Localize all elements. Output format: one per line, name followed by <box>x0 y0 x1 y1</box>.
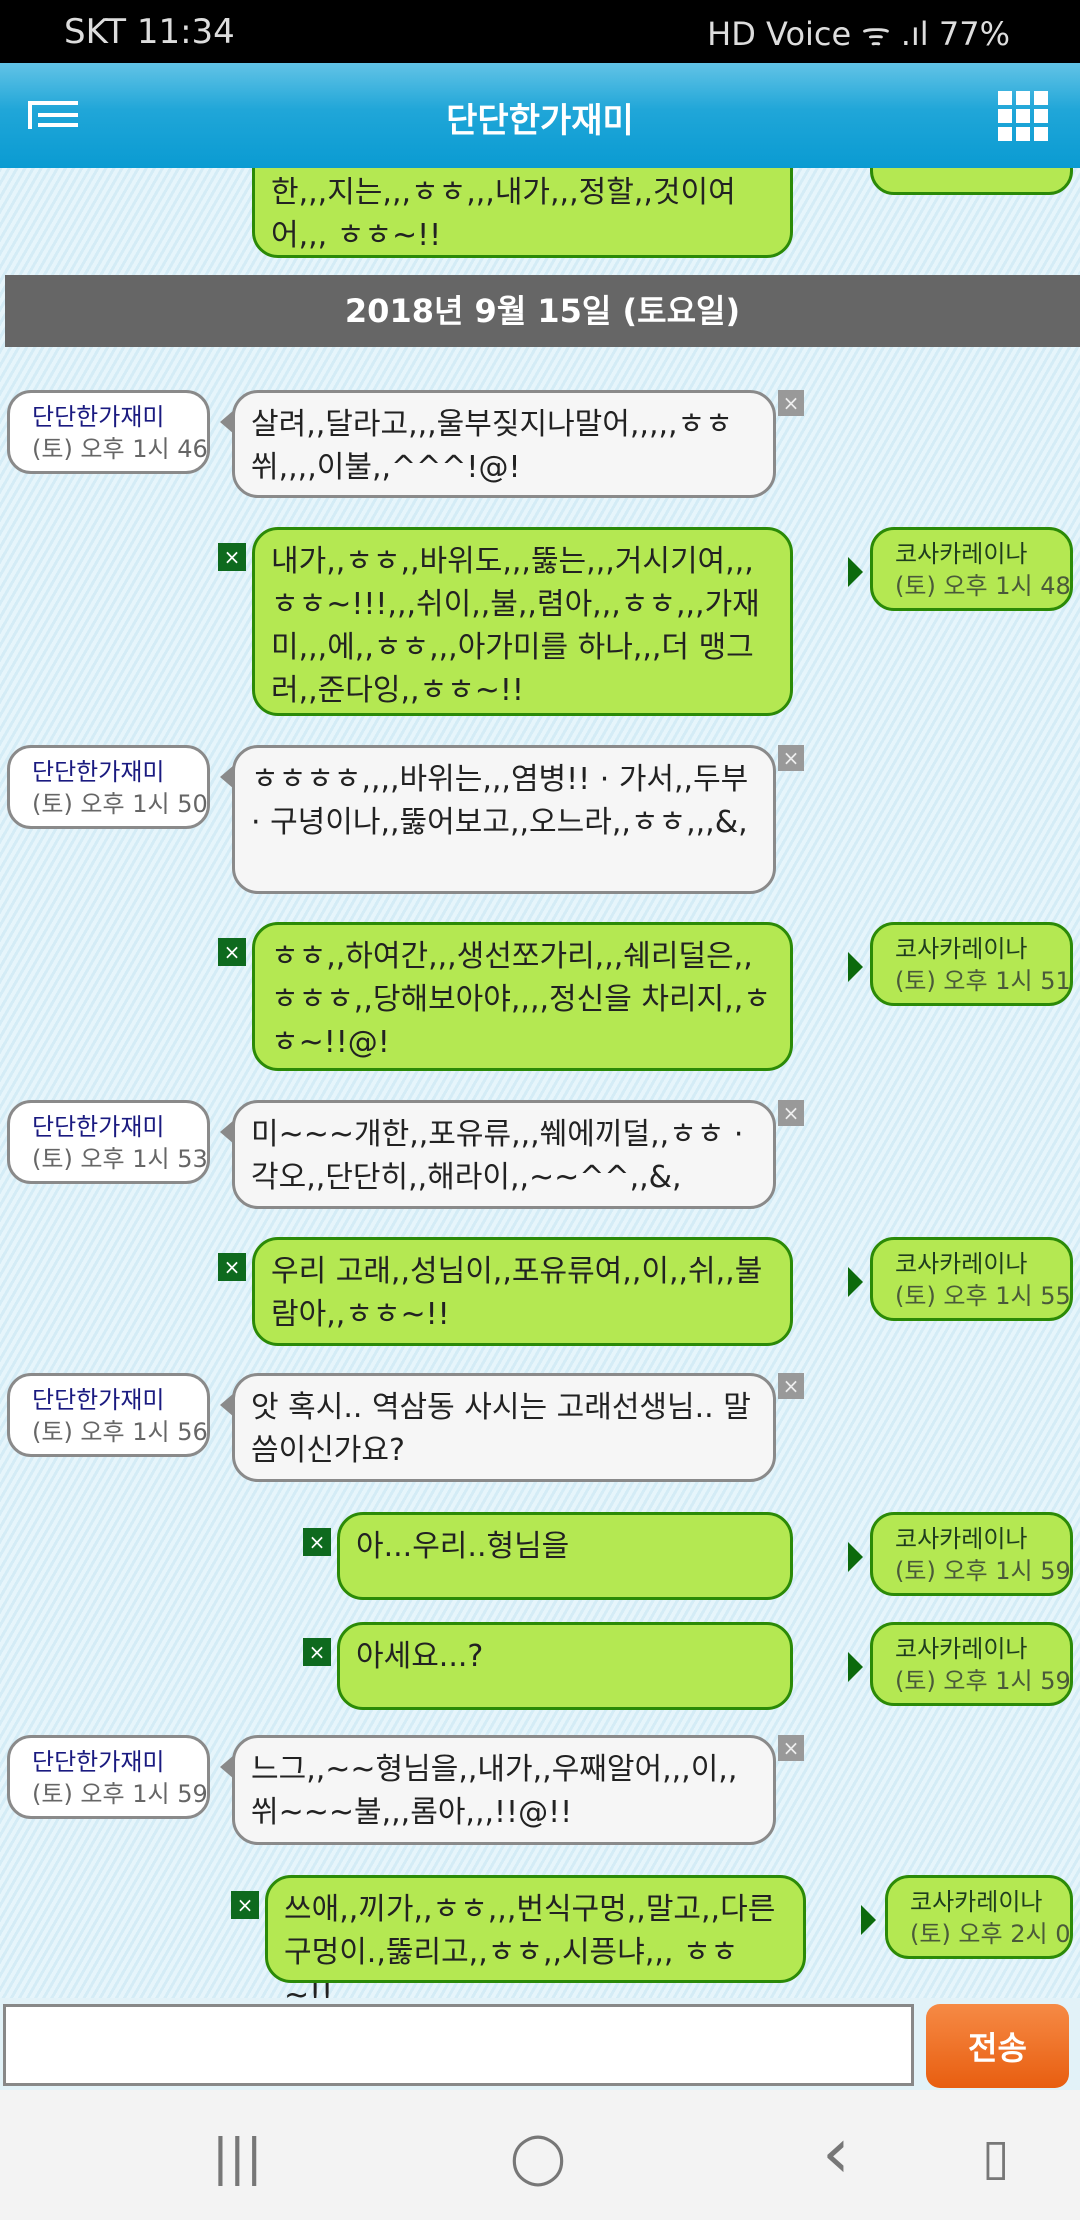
message-input[interactable] <box>3 2004 914 2086</box>
delete-icon[interactable]: × <box>231 1891 259 1919</box>
carrier-time: SKT 11:34 <box>64 12 235 52</box>
message-text: 앗 혹시.. 역삼동 사시는 고래선생님.. 말씀이신가요? <box>251 1390 751 1468</box>
delete-icon[interactable]: × <box>218 1253 246 1281</box>
recents-icon[interactable]: ||| <box>212 2128 263 2186</box>
home-icon[interactable]: ◯ <box>510 2128 566 2186</box>
menu-icon[interactable] <box>28 101 78 129</box>
sender-box[interactable]: 단단한가재미 (토) 오후 1시 56분 <box>7 1373 210 1457</box>
message-time: (토) 오후 1시 46분 <box>32 435 208 463</box>
bubble-tail <box>848 1652 863 1682</box>
sender-name: 단단한가재미 <box>32 403 165 431</box>
bubble-tail <box>220 1120 234 1144</box>
send-button[interactable]: 전송 <box>926 2004 1069 2088</box>
message-text: 느그,,~~형님을,,내가,,우째알어,,,이,,쒸~~~불,,,롬아,,,!!… <box>251 1752 738 1830</box>
message-time: (토) 오후 1시 59분 <box>895 1557 1071 1585</box>
message-bubble[interactable]: 쓰애,,끼가,,ㅎㅎ,,,번식구멍,,말고,,다른구멍이.,뚫리고,,ㅎㅎ,,시… <box>265 1875 806 1998</box>
sender-box[interactable]: 단단한가재미 (토) 오후 1시 46분 <box>7 390 210 474</box>
delete-icon[interactable]: × <box>778 1373 804 1399</box>
message-bubble[interactable]: 느그,,~~형님을,,내가,,우째알어,,,이,,쒸~~~불,,,롬아,,,!!… <box>232 1735 776 1845</box>
message-bubble[interactable]: 아...우리..형님을 <box>337 1512 793 1600</box>
sender-name: 단단한가재미 <box>32 1386 165 1414</box>
message-time: (토) 오후 2시 0분 <box>910 1920 1071 1948</box>
bubble-tail <box>848 952 863 982</box>
message-bubble[interactable]: 앗 혹시.. 역삼동 사시는 고래선생님.. 말씀이신가요? <box>232 1373 776 1482</box>
message-bubble[interactable]: 내가,,ㅎㅎ,,바위도,,,뚫는,,,거시기여,,,ㅎㅎ~!!!,,,쉬이,,불… <box>252 527 793 716</box>
message-text: 쓰애,,끼가,,ㅎㅎ,,,번식구멍,,말고,,다른구멍이.,뚫리고,,ㅎㅎ,,시… <box>284 1892 776 1998</box>
message-time: (토) 오후 1시 51분 <box>895 967 1071 995</box>
message-time: (토) 오후 1시 59분 <box>32 1780 208 1808</box>
sender-name: 코사카레이나 <box>895 1635 1028 1663</box>
date-divider: 2018년 9월 15일 (토요일) <box>5 275 1080 347</box>
message-time: (토) 오후 1시 50분 <box>32 790 208 818</box>
bubble-tail <box>220 1755 234 1779</box>
chat-area[interactable]: 한,,,지는,,,ㅎㅎ,,,내가,,,정할,,것이여어,,, ㅎㅎ~!! 201… <box>0 168 1080 1998</box>
bubble-tail <box>861 1905 876 1935</box>
sender-name: 코사카레이나 <box>895 935 1028 963</box>
chat-title: 단단한가재미 <box>446 101 634 141</box>
app-header: 단단한가재미 <box>0 63 1080 168</box>
message-bubble-partial: 한,,,지는,,,ㅎㅎ,,,내가,,,정할,,것이여어,,, ㅎㅎ~!! <box>252 168 793 258</box>
sender-box[interactable]: 코사카레이나 (토) 오후 1시 55분 <box>870 1237 1073 1321</box>
delete-icon[interactable]: × <box>778 745 804 771</box>
delete-icon[interactable]: × <box>303 1638 331 1666</box>
message-text: 미~~~개한,,포유류,,,쒜에끼덜,,ㅎㅎ · 각오,,단단히,,해라이,,~… <box>251 1117 744 1195</box>
sender-name: 코사카레이나 <box>895 1525 1028 1553</box>
grid-icon[interactable] <box>998 91 1048 141</box>
bubble-tail <box>848 1267 863 1297</box>
delete-icon[interactable]: × <box>218 543 246 571</box>
message-text: 아세요...? <box>356 1639 484 1674</box>
status-bar: SKT 11:34 HD Voice ᯤ .ıl 77% <box>0 0 1080 63</box>
status-icons: HD Voice ᯤ .ıl 77% <box>707 15 1010 53</box>
message-bubble[interactable]: 살려,,달라고,,,울부짖지나말어,,,,,ㅎㅎ 쒸,,,,이불,,^^^!@! <box>232 390 776 498</box>
delete-icon[interactable]: × <box>778 1735 804 1761</box>
message-time: (토) 오후 1시 59분 <box>895 1667 1071 1695</box>
message-bubble[interactable]: 미~~~개한,,포유류,,,쒜에끼덜,,ㅎㅎ · 각오,,단단히,,해라이,,~… <box>232 1100 776 1209</box>
message-time: (토) 오후 1시 48분 <box>895 572 1071 600</box>
system-nav-bar: ||| ◯ ‹ ▯ <box>0 2090 1080 2220</box>
message-text: ㅎㅎ,,하여간,,,생선쪼가리,,,쉐리덜은,,ㅎㅎㅎ,,당해보아야,,,,정신… <box>271 939 771 1060</box>
rotate-icon[interactable]: ▯ <box>982 2128 1010 2186</box>
sender-name: 단단한가재미 <box>32 758 165 786</box>
delete-icon[interactable]: × <box>303 1528 331 1556</box>
sender-name: 코사카레이나 <box>895 540 1028 568</box>
message-bubble[interactable]: ㅎㅎ,,하여간,,,생선쪼가리,,,쉐리덜은,,ㅎㅎㅎ,,당해보아야,,,,정신… <box>252 922 793 1071</box>
bubble-tail <box>848 1542 863 1572</box>
message-text: 내가,,ㅎㅎ,,바위도,,,뚫는,,,거시기여,,,ㅎㅎ~!!!,,,쉬이,,불… <box>271 544 760 708</box>
message-text: 우리 고래,,성님이,,포유류여,,이,,쉬,,불람아,,ㅎㅎ~!! <box>271 1254 763 1332</box>
sender-box[interactable]: 코사카레이나 (토) 오후 1시 59분 <box>870 1622 1073 1706</box>
bubble-tail <box>220 410 234 434</box>
delete-icon[interactable]: × <box>778 390 804 416</box>
message-text: 살려,,달라고,,,울부짖지나말어,,,,,ㅎㅎ 쒸,,,,이불,,^^^!@! <box>251 407 733 485</box>
composer: 전송 <box>0 1998 1080 2090</box>
message-bubble[interactable]: ㅎㅎㅎㅎ,,,,바위는,,,염병!! · 가서,,두부 · 구녕이나,,뚫어보고… <box>232 745 776 894</box>
sender-name: 단단한가재미 <box>32 1748 165 1776</box>
message-text: 아...우리..형님을 <box>356 1529 570 1564</box>
sender-box[interactable]: 코사카레이나 (토) 오후 1시 59분 <box>870 1512 1073 1596</box>
sender-box[interactable]: 단단한가재미 (토) 오후 1시 50분 <box>7 745 210 829</box>
delete-icon[interactable]: × <box>778 1100 804 1126</box>
bubble-tail <box>220 765 234 789</box>
bubble-tail <box>220 1393 234 1417</box>
bubble-tail <box>848 557 863 587</box>
sender-box[interactable]: 단단한가재미 (토) 오후 1시 59분 <box>7 1735 210 1819</box>
message-bubble[interactable]: 아세요...? <box>337 1622 793 1710</box>
sender-name: 코사카레이나 <box>910 1888 1043 1916</box>
sender-box[interactable]: 단단한가재미 (토) 오후 1시 53분 <box>7 1100 210 1184</box>
sender-box[interactable]: 코사카레이나 (토) 오후 2시 0분 <box>885 1875 1073 1959</box>
message-time: (토) 오후 1시 56분 <box>32 1418 208 1446</box>
message-text: 한,,,지는,,,ㅎㅎ,,,내가,,,정할,,것이여어,,, ㅎㅎ~!! <box>271 175 736 253</box>
sender-name: 코사카레이나 <box>895 1250 1028 1278</box>
sender-box[interactable]: 코사카레이나 (토) 오후 1시 51분 <box>870 922 1073 1006</box>
sender-box-partial <box>870 168 1073 195</box>
message-time: (토) 오후 1시 53분 <box>32 1145 208 1173</box>
sender-box[interactable]: 코사카레이나 (토) 오후 1시 48분 <box>870 527 1073 611</box>
sender-name: 단단한가재미 <box>32 1113 165 1141</box>
message-time: (토) 오후 1시 55분 <box>895 1282 1071 1310</box>
message-text: ㅎㅎㅎㅎ,,,,바위는,,,염병!! · 가서,,두부 · 구녕이나,,뚫어보고… <box>251 762 749 840</box>
delete-icon[interactable]: × <box>218 938 246 966</box>
back-icon[interactable]: ‹ <box>822 2112 850 2194</box>
message-bubble[interactable]: 우리 고래,,성님이,,포유류여,,이,,쉬,,불람아,,ㅎㅎ~!! <box>252 1237 793 1346</box>
